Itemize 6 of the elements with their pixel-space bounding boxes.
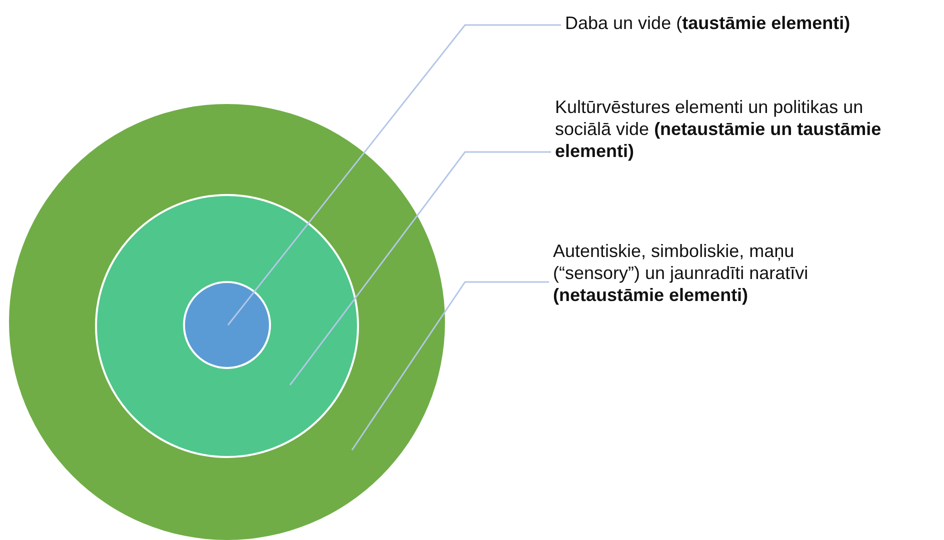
leader-line <box>289 151 551 386</box>
label-text: Kultūrvēstures elementi un politikas un sociālā vide (netaustāmie un taustāmie elementi) <box>555 96 900 162</box>
label-text: Daba un vide (taustāmie elementi) <box>565 12 940 34</box>
leader-line <box>227 24 561 326</box>
label-text: Autentiskie, simboliskie, maņu (“sensory”) un jaunradīti naratīvi (netaustāmie elementi) <box>553 240 818 306</box>
leader-line <box>351 281 549 450</box>
